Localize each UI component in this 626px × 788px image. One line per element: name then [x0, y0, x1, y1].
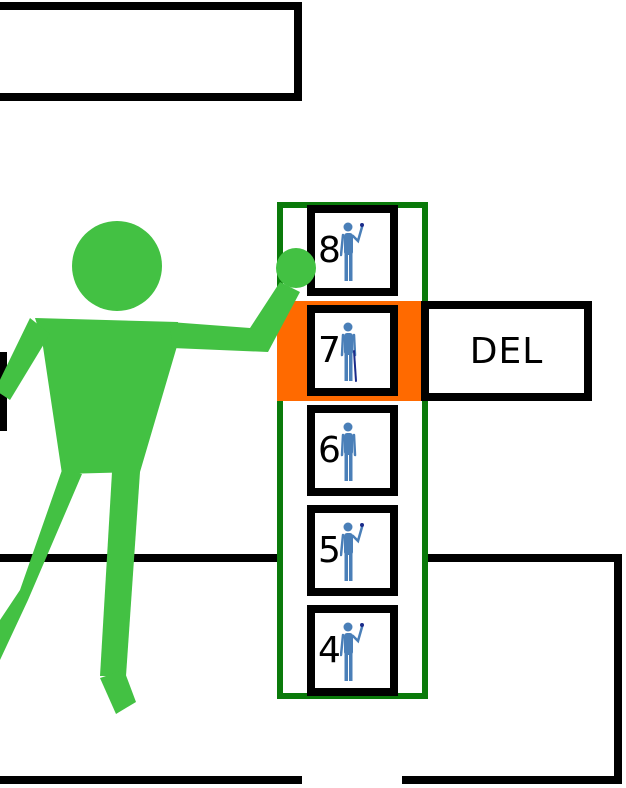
floor-number: 5 [318, 530, 341, 571]
delete-button[interactable]: DEL [421, 301, 592, 401]
person-icon [340, 322, 357, 382]
floor-button-8[interactable]: 8 [307, 205, 398, 296]
delete-button-label: DEL [469, 330, 544, 372]
floor-number: 8 [318, 230, 341, 271]
top-display-box [0, 2, 302, 101]
floor-number: 6 [318, 430, 341, 471]
floor-button-7[interactable]: 7 [307, 305, 398, 396]
floor-button-5[interactable]: 5 [307, 505, 398, 596]
floor-button-4[interactable]: 4 [307, 605, 398, 696]
floor-number: 7 [318, 330, 341, 371]
floor-button-6[interactable]: 6 [307, 405, 398, 496]
person-icon [340, 522, 364, 581]
person-icon [340, 422, 357, 481]
floor-number: 4 [318, 630, 341, 671]
person-icon [340, 222, 364, 281]
person-icon [340, 622, 364, 681]
